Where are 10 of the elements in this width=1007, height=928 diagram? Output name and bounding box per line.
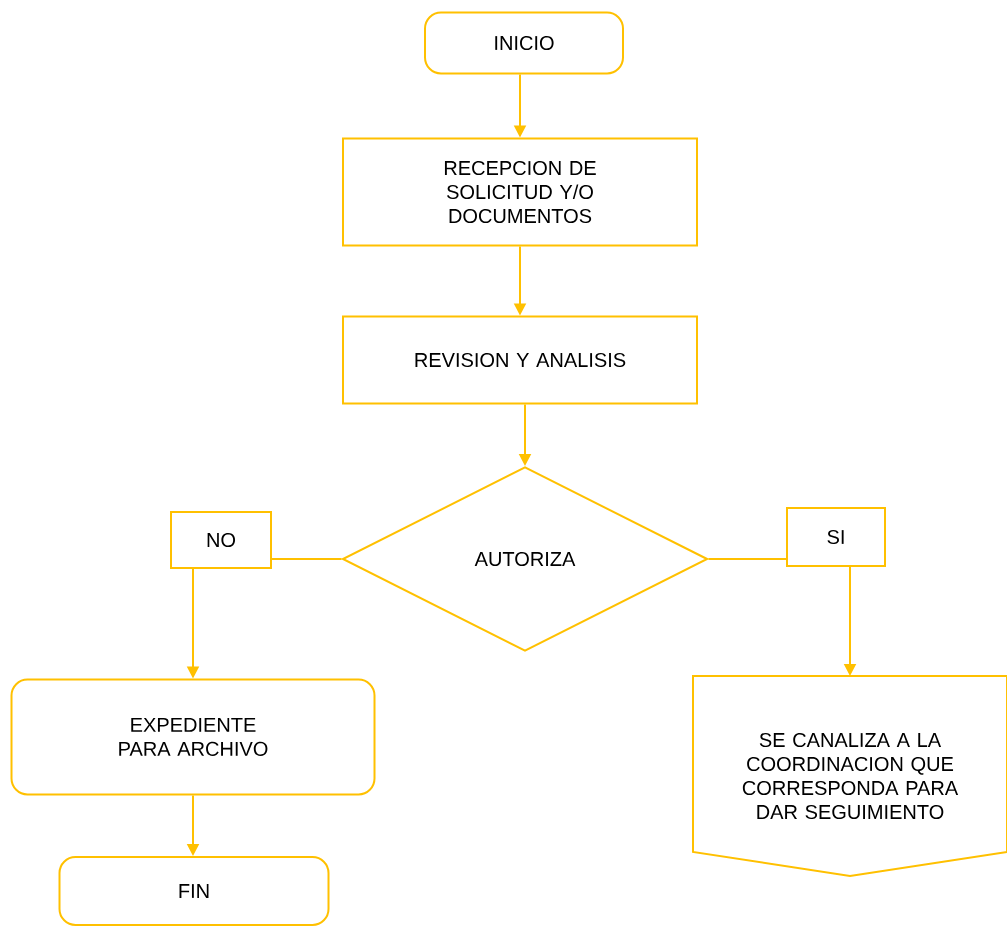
answer-box: NO [170,511,272,569]
process-box: RECEPCION DE SOLICITUD Y/O DOCUMENTOS [342,137,698,247]
connector-line [271,558,343,560]
end-terminal: FIN [58,856,330,926]
answer-box: SI [786,507,886,567]
process-box: EXPEDIENTE PARA ARCHIVO [10,678,376,796]
process-box: REVISION Y ANALISIS [342,315,698,405]
off-page-connector: SE CANALIZA A LA COORDINACION QUE CORRESPONDA PARA DAR SEGUIMIENTO [692,675,1007,877]
connector-line [707,558,787,560]
start-terminal: INICIO [424,11,624,75]
